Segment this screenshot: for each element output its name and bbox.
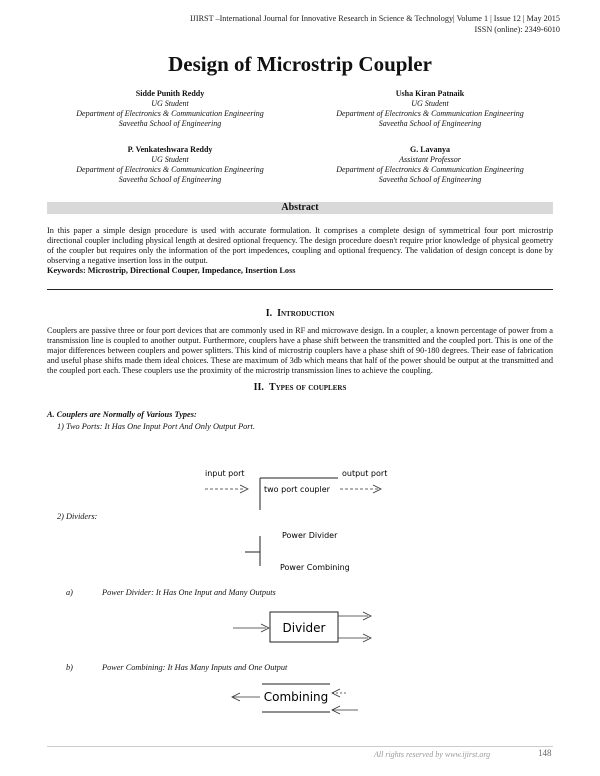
site-link[interactable]: www.ijirst.org	[444, 750, 491, 759]
section-title: Introduction	[277, 308, 335, 319]
author-block-3: P. Venkateshwara Reddy UG Student Depart…	[40, 145, 300, 185]
author-name: G. Lavanya	[409, 145, 450, 154]
list-item-two-ports: 1) Two Ports: It Has One Input Port And …	[57, 422, 255, 431]
section-heading-types: II. Types of couplers	[0, 382, 600, 393]
section-heading-introduction: I. Introduction	[0, 308, 600, 319]
list-item-power-divider: Power Divider: It Has One Input and Many…	[102, 588, 276, 597]
divider-box	[269, 611, 339, 643]
author-dept: Department of Electronics & Communicatio…	[336, 109, 524, 118]
abstract-body: In this paper a simple design procedure …	[47, 226, 553, 265]
author-name: P. Venkateshwara Reddy	[127, 145, 213, 154]
introduction-text: Couplers are passive three or four port …	[47, 326, 553, 375]
paper-title: Design of Microstrip Coupler	[168, 52, 432, 76]
divider-label: Divider	[283, 621, 326, 635]
author-role: Assistant Professor	[399, 155, 461, 164]
subsection-a-heading: A. Couplers are Normally of Various Type…	[47, 410, 197, 419]
author-institution: Saveetha School of Engineering	[118, 119, 222, 128]
combining-label: Combining	[264, 690, 329, 704]
arrow-head-icon	[372, 484, 382, 494]
arrow-head-icon	[362, 633, 372, 643]
combining-figure: Combining	[231, 683, 358, 715]
list-item-b-label: b)	[66, 663, 73, 672]
keywords-list: Microstrip, Directional Couper, Impedanc…	[87, 265, 296, 275]
arrow-head-icon	[362, 611, 372, 621]
output-port-label: output port	[342, 469, 387, 478]
author-role: UG Student	[151, 155, 189, 164]
divider-figure: Divider	[233, 611, 372, 643]
author-dept: Department of Electronics & Communicatio…	[336, 165, 524, 174]
dividers-figure: Power Divider Power Combining	[245, 531, 350, 572]
keywords-label: Keywords:	[47, 265, 86, 275]
two-port-coupler-figure: input port two port coupler output port	[205, 469, 387, 510]
abstract-heading: Abstract	[47, 202, 553, 214]
footer-divider	[47, 746, 553, 747]
author-dept: Department of Electronics & Communicatio…	[76, 165, 264, 174]
arrow-head-icon	[260, 623, 270, 633]
author-institution: Saveetha School of Engineering	[118, 175, 222, 184]
author-institution: Saveetha School of Engineering	[378, 119, 482, 128]
input-port-label: input port	[205, 469, 245, 478]
arrow-head-icon	[239, 484, 249, 494]
abstract-text: In this paper a simple design procedure …	[47, 226, 553, 276]
power-combining-label: Power Combining	[280, 563, 350, 572]
section-number: I.	[265, 308, 273, 319]
list-item-a-label: a)	[66, 588, 73, 597]
author-block-4: G. Lavanya Assistant Professor Departmen…	[300, 145, 560, 185]
section-title: Types of couplers	[268, 382, 347, 393]
author-dept: Department of Electronics & Communicatio…	[76, 109, 264, 118]
author-institution: Saveetha School of Engineering	[378, 175, 482, 184]
issn-line: ISSN (online): 2349-6010	[474, 25, 560, 34]
author-role: UG Student	[411, 99, 449, 108]
coupler-label: two port coupler	[264, 485, 331, 494]
rights-text: All rights reserved by	[374, 750, 443, 759]
power-divider-label: Power Divider	[282, 531, 338, 540]
abstract-divider	[47, 289, 553, 290]
page-number: 148	[538, 748, 552, 758]
section-number: II.	[253, 382, 264, 393]
author-name: Sidde Punith Reddy	[135, 89, 205, 98]
footer-rights: All rights reserved by www.ijirst.org	[374, 750, 490, 759]
author-role: UG Student	[151, 99, 189, 108]
list-item-dividers: 2) Dividers:	[57, 512, 98, 521]
author-name: Usha Kiran Patnaik	[395, 89, 465, 98]
list-item-power-combining: Power Combining: It Has Many Inputs and …	[102, 663, 288, 672]
author-block-2: Usha Kiran Patnaik UG Student Department…	[300, 89, 560, 129]
journal-header: IJIRST –International Journal for Innova…	[189, 14, 560, 23]
author-block-1: Sidde Punith Reddy UG Student Department…	[40, 89, 300, 129]
